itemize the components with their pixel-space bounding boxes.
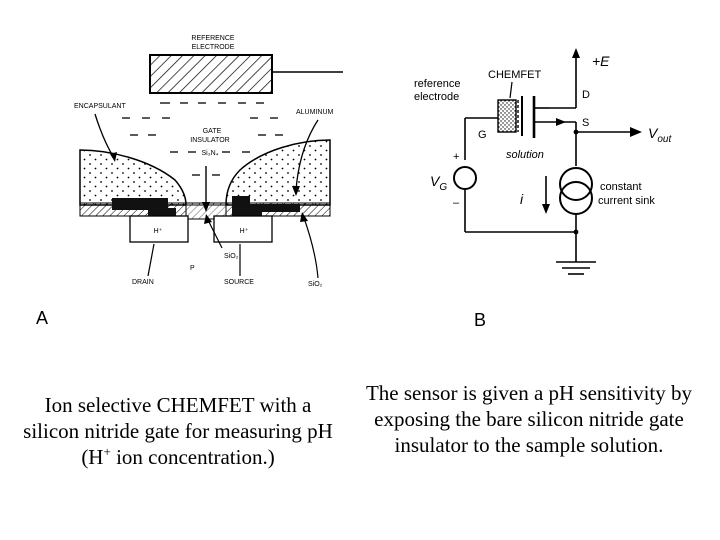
plus-e-label: +E — [592, 53, 610, 69]
chemfet-label: CHEMFET — [488, 69, 541, 81]
d-terminal-label: D — [582, 89, 590, 101]
p-substrate-label: P — [190, 265, 195, 272]
vout-label: Vout — [648, 125, 672, 145]
solution-dashes — [122, 102, 283, 176]
s-terminal-label: S — [582, 117, 589, 129]
vg-label: VG — [430, 173, 447, 193]
aluminum-contacts — [112, 196, 300, 218]
n-plus-wells — [129, 215, 273, 243]
panel-b-label: B — [474, 310, 486, 330]
source-label: SOURCE — [224, 279, 254, 286]
encapsulant-label: ENCAPSULANT — [74, 103, 126, 110]
gate-insulator-label: GATE — [203, 128, 222, 135]
encapsulant-right — [225, 139, 331, 206]
reference-electrode-label: REFERENCE — [191, 35, 235, 42]
solution-label: solution — [506, 149, 544, 161]
drain-label: DRAIN — [132, 279, 154, 286]
vg-plus-sign: + — [453, 151, 459, 163]
current-sink-label: current sink — [598, 195, 655, 207]
sio2-right-label: SiO₂ — [308, 281, 323, 288]
si3n4-label: Si₃N₄ — [202, 150, 219, 157]
constant-current-sink — [559, 167, 593, 215]
reference-electrode-label: reference — [414, 78, 460, 90]
panel-a-label: A — [36, 308, 48, 328]
ground-icon — [556, 261, 596, 275]
reference-electrode — [149, 54, 343, 94]
encapsulant-left — [79, 149, 187, 206]
g-terminal-label: G — [478, 129, 487, 141]
n-plus-right-label: H⁺ — [240, 228, 249, 235]
current-i-label: i — [520, 191, 524, 207]
vg-voltage-source — [453, 166, 477, 190]
panel-b-circuit-schematic: +E D CHEMFET reference electrode G S sol… — [414, 48, 672, 330]
reference-electrode-label: electrode — [414, 91, 459, 103]
vg-minus-sign: – — [453, 197, 460, 209]
current-sink-label: constant — [600, 181, 642, 193]
sio2-center-label: SiO₂ — [224, 253, 239, 260]
caption-left: Ion selective CHEMFET with a silicon nit… — [23, 393, 333, 469]
gate-insulator-label: INSULATOR — [190, 137, 229, 144]
caption-right: The sensor is given a pH sensitivity by … — [365, 381, 693, 457]
n-plus-left-label: H⁺ — [154, 228, 163, 235]
chemfet-symbol — [497, 96, 576, 138]
reference-electrode-label: ELECTRODE — [192, 44, 235, 51]
panel-a-chemfet-cross-section: REFERENCE ELECTRODE GATE INSULATOR Si₃N₄… — [36, 35, 343, 328]
aluminum-label: ALUMINUM — [296, 109, 334, 116]
